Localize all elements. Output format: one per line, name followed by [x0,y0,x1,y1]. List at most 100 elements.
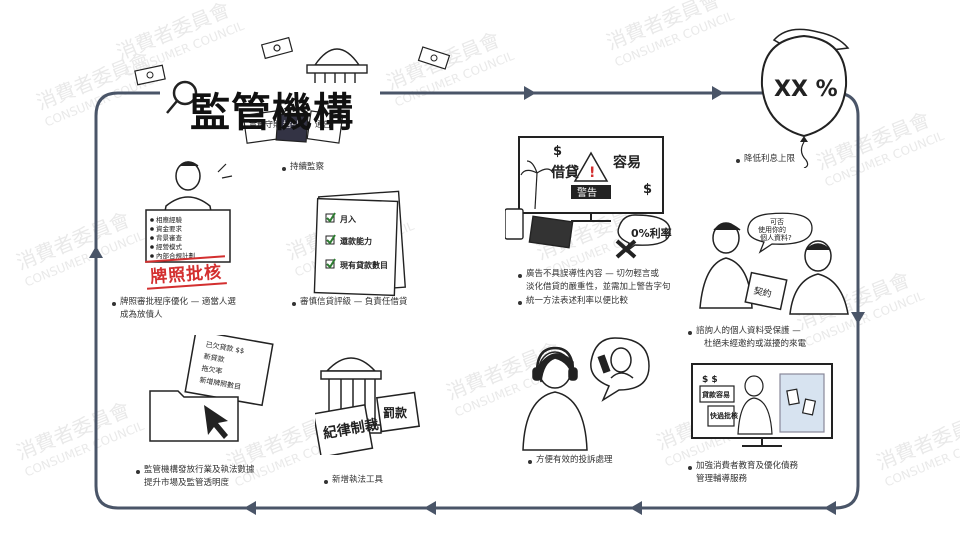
government-building-icon [306,48,368,83]
sparkle-icon [217,163,233,179]
warning-icon [573,151,609,182]
arrow-left [424,501,436,515]
caption-rate-cap: 降低利息上限 [744,154,796,164]
license-illustration: 相應經驗 資金要求 背景審查 經營模式 內部合規計劃 [145,161,233,263]
bullet [528,460,532,464]
phone-icon [597,354,611,374]
check-icon [325,212,336,269]
dollar-icon: $ [643,182,652,197]
arrow-left [630,501,642,515]
license-item: 資金要求 [156,224,183,233]
checklist-ability: 還款能力 [340,236,372,246]
bullet [136,470,140,474]
bullet [518,301,522,305]
arrow-left [824,501,836,515]
banknote-icon [417,46,451,70]
rate-percent-label: XX % [774,77,838,102]
person-body [789,273,849,315]
bullet [324,480,328,484]
cross-icon [615,239,637,259]
dollar-icon: $ [553,144,562,159]
license-item: 內部合規計劃 [156,251,195,260]
person-head [744,375,764,397]
penalty-label: 罰款 [383,405,408,420]
doc-label-code: 實務守則 [249,119,281,129]
caption-privacy: 諮詢人的個人資料受保護 — 杜絕未經邀約或滋擾的來電 [696,326,807,349]
caption-ads: 廣告不具誤導性內容 — 切勿輕言或 淡化借貸的嚴重性，並需加上警告字句 [526,269,671,292]
stats-folder-illustration: 已欠貸款 $$ 新貸款 拖欠率 新增牌照數目 [149,335,274,442]
arrow-left [244,501,256,515]
education-tv-illustration: 貸款容易 快過批核 $ $ [691,363,833,447]
bullet [292,302,296,306]
cursor-icon [204,405,228,439]
caption-enforce: 新增執法工具 [332,475,384,485]
education-fast-label: 快過批核 [710,411,738,420]
contract-label: 契約 [753,285,773,300]
caption-rate-method: 統一方法表述利率以便比較 [526,296,629,306]
balloon-illustration: XX % [760,28,850,168]
banknote-icon [134,64,166,86]
enforcement-illustration: 罰款 紀律制裁 [315,357,421,455]
zero-rate-label: 0%利率 [631,226,672,240]
contract-document [744,271,788,311]
person-head [712,222,740,254]
doc-label-guideline: 指引 [283,119,299,129]
caption-supervise: 持續監察 [290,162,325,172]
ad-easy-label: 容易 [612,154,641,171]
person-body [737,397,773,435]
ad-loan-label: 借貸 [550,164,579,181]
speech-bubble [747,212,813,254]
caption-education: 加強消費者教育及優化債務 管理輔導服務 [696,461,799,484]
tv-ad-illustration: ! 警告 借貸 容易 $ $ 0%利率 [505,136,672,259]
caption-credit: 審慎信貸評級 — 負責任借貸 [300,297,408,307]
person-head [175,161,201,191]
arrow-right [712,86,724,100]
person-body [699,257,753,309]
education-sign [699,385,735,403]
license-board [145,209,231,263]
bullet [688,466,692,470]
headset-icon [535,346,575,373]
bubble-line: 可否 [770,218,784,226]
person-body [522,391,588,451]
bullet [688,331,692,335]
education-sign [707,405,735,427]
arrow-right [524,86,536,100]
bubble-line: 個人資料? [760,233,792,242]
education-loan-label: 貸款容易 [701,390,730,399]
warning-label: 警告 [577,186,597,199]
stats-item: 新貸款 [203,351,225,364]
checklist-loans: 現有貸款數目 [340,260,388,270]
license-stamp: 牌照批核 [145,255,227,290]
palm-tree-icon [520,160,554,210]
penalty-paper [375,391,421,433]
doc-label-circular: 通告 [315,119,331,129]
document-icon [275,113,309,143]
bullet [518,274,522,278]
bullet [112,302,116,306]
privacy-illustration: 契約 可否 使用你的 個人資料? [699,212,849,315]
svg-text:!: ! [589,165,595,181]
checklist-income: 月入 [339,215,356,224]
stats-item: 拖欠率 [201,363,223,376]
license-item: 背景審查 [156,233,183,242]
complaints-illustration [522,337,650,451]
dollar-icon: $ $ [702,375,718,385]
bubble-line: 使用你的 [758,225,786,234]
bullet [282,167,286,171]
license-item: 相應經驗 [156,215,183,224]
caption-stats: 監管機構發放行業及執法數據 提升市場及監管透明度 [144,465,255,488]
discipline-paper [315,403,374,455]
magnifier-icon [166,80,198,114]
title-illustration: 實務守則 指引 通告 [166,36,368,144]
caption-license: 牌照審批程序優化 — 適當人選 成為放債人 [120,297,236,320]
credit-checklist-illustration: 月入 還款能力 現有貸款數目 [313,190,406,297]
page-title: 監管機構 [190,90,354,136]
document-icon [306,110,344,144]
license-item: 經營模式 [156,242,183,251]
arrow-up [89,246,103,258]
phone-icon [505,208,574,249]
banknote-icon [260,36,294,60]
